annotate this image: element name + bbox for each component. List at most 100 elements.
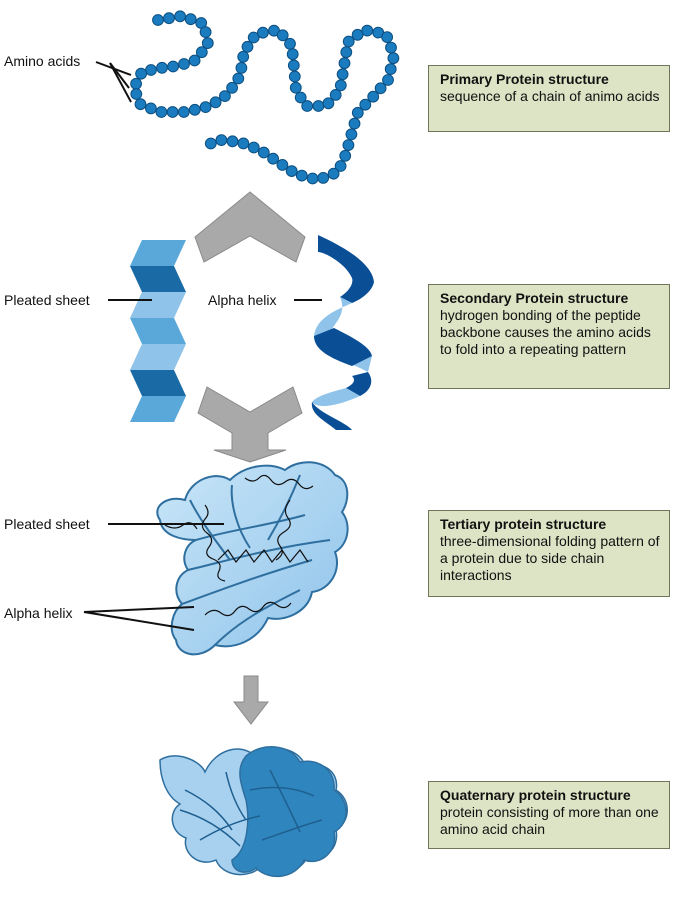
amino-acid-bead	[188, 54, 201, 67]
amino-acid-bead	[204, 137, 217, 150]
amino-acid-bead	[334, 79, 347, 92]
split-arrow	[194, 191, 306, 263]
quaternary-structure	[159, 746, 348, 878]
amino-acid-bead	[267, 152, 280, 165]
quaternary-folds	[179, 769, 323, 847]
amino-acid-bead	[188, 103, 201, 116]
amino-acid-bead	[338, 57, 351, 70]
amino-acid-bead	[247, 141, 260, 154]
amino-acid-bead	[201, 37, 214, 49]
secondary-structure-box: Secondary Protein structure hydrogen bon…	[428, 284, 670, 389]
tertiary-structure	[156, 461, 349, 656]
amino-acid-bead	[294, 91, 307, 104]
quaternary-structure-title: Quaternary protein structure	[440, 787, 631, 803]
amino-acid-bead	[226, 81, 239, 94]
amino-acid-chain	[130, 10, 400, 185]
amino-acid-bead	[145, 102, 157, 115]
alpha-helix-label-secondary: Alpha helix	[208, 292, 277, 308]
amino-acid-bead	[145, 64, 157, 76]
quaternary-structure-description: protein consisting of more than one amin…	[440, 804, 659, 837]
amino-acid-bead	[199, 26, 212, 38]
primary-structure-box: Primary Protein structure sequence of a …	[428, 65, 670, 132]
amino-acid-bead	[163, 12, 175, 25]
amino-acid-bead	[134, 98, 147, 111]
amino-acid-bead	[219, 90, 231, 102]
amino-acid-bead	[166, 106, 179, 118]
amino-acid-bead	[195, 46, 208, 59]
amino-acid-bead	[155, 106, 168, 118]
pleated-sheet-label-tertiary: Pleated sheet	[4, 516, 90, 532]
tertiary-structure-description: three-dimensional folding pattern of a p…	[440, 533, 660, 583]
amino-acid-bead	[235, 62, 248, 74]
amino-acid-bead	[322, 97, 335, 110]
amino-acid-bead	[361, 24, 374, 37]
amino-acid-bead	[287, 59, 300, 72]
amino-acid-bead	[285, 165, 298, 178]
amino-acid-bead	[327, 167, 340, 180]
amino-acid-bead	[340, 46, 353, 59]
amino-acid-bead	[156, 61, 168, 74]
amino-acid-bead	[215, 134, 228, 147]
amino-acid-bead	[174, 10, 187, 23]
amino-acid-bead	[345, 128, 358, 141]
amino-acid-bead	[184, 13, 197, 26]
amino-acid-bead	[351, 106, 364, 119]
amino-acid-bead	[348, 117, 361, 130]
amino-acid-bead	[276, 159, 289, 171]
tertiary-structure-box: Tertiary protein structure three-dimensi…	[428, 510, 670, 597]
amino-acid-bead	[167, 60, 180, 73]
amino-acid-bead	[351, 28, 364, 41]
secondary-structure-description: hydrogen bonding of the peptide backbone…	[440, 307, 651, 357]
amino-acid-bead	[276, 29, 289, 42]
amino-acid-bead	[295, 169, 308, 182]
amino-acids-label: Amino acids	[4, 53, 81, 69]
amino-acid-bead	[199, 101, 212, 113]
amino-acid-bead	[237, 137, 250, 150]
amino-acid-bead	[241, 40, 254, 53]
amino-acid-bead	[226, 135, 239, 148]
amino-acid-bead	[387, 52, 400, 65]
amino-acid-bead	[284, 37, 296, 50]
amino-acid-bead	[178, 58, 190, 70]
pleated-sheet-secondary	[130, 240, 186, 422]
amino-acid-bead	[130, 77, 143, 90]
amino-acid-bead	[329, 89, 342, 101]
amino-acid-bead	[381, 31, 394, 43]
amino-acid-bead	[336, 68, 349, 81]
amino-acid-bead	[334, 160, 347, 172]
amino-acid-bead	[385, 41, 397, 54]
secondary-structure-title: Secondary Protein structure	[440, 290, 629, 306]
amino-acid-bead	[374, 82, 387, 95]
amino-acid-bead	[247, 31, 260, 44]
tertiary-structure-title: Tertiary protein structure	[440, 516, 607, 532]
pleated-sheet-label-secondary: Pleated sheet	[4, 292, 90, 308]
amino-acid-bead	[317, 172, 330, 184]
amino-acid-bead	[257, 146, 270, 159]
primary-structure-title: Primary Protein structure	[440, 71, 609, 87]
amino-acid-bead	[237, 50, 250, 63]
alpha-helix-pointer-lines-2	[83, 606, 195, 631]
amino-acid-bead	[209, 96, 222, 109]
alpha-helix-secondary	[311, 235, 374, 430]
amino-acid-bead	[312, 100, 325, 112]
amino-acid-bead	[286, 48, 299, 61]
amino-acid-bead	[367, 90, 380, 103]
amino-acid-bead	[384, 63, 397, 75]
down-arrow	[232, 675, 270, 725]
amino-acid-bead	[130, 88, 143, 100]
primary-structure-description: sequence of a chain of animo acids	[440, 88, 660, 104]
quaternary-structure-box: Quaternary protein structure protein con…	[428, 781, 670, 849]
amino-acids-pointer-lines	[95, 61, 132, 103]
amino-acid-bead	[339, 149, 352, 162]
amino-acid-bead	[306, 172, 319, 185]
amino-acid-bead	[288, 70, 301, 83]
amino-acid-bead	[177, 106, 190, 118]
amino-acid-bead	[359, 98, 372, 111]
amino-acid-bead	[152, 14, 164, 26]
amino-acid-bead	[232, 72, 245, 85]
amino-acid-bead	[257, 26, 269, 39]
alpha-helix-label-tertiary: Alpha helix	[4, 605, 73, 621]
amino-acid-bead	[289, 81, 302, 94]
amino-acid-bead	[342, 139, 355, 152]
